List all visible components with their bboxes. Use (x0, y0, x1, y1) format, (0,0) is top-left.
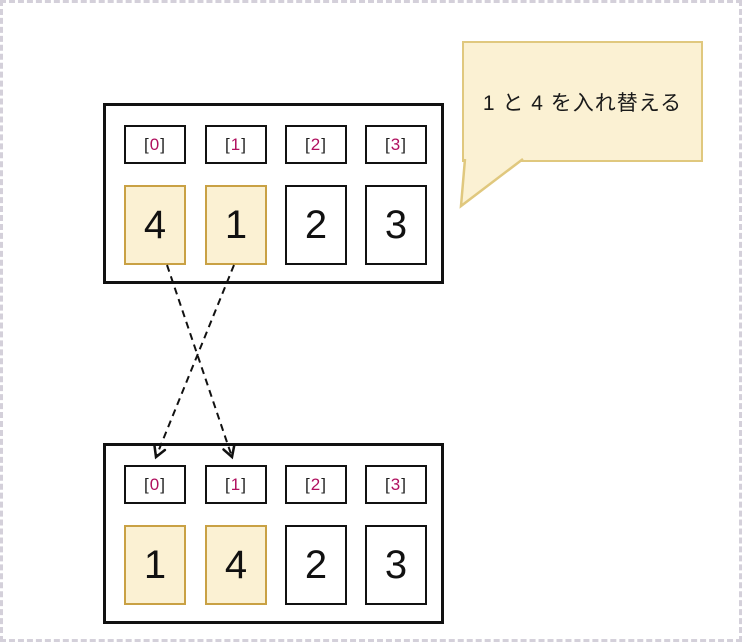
array-box-top: [0] [1] [2] [3] 4 1 2 3 (103, 103, 444, 284)
bottom-value-cell-1: 4 (205, 525, 267, 605)
speech-bubble-text: 1 と 4 を入れ替える (482, 91, 683, 115)
bracket: ] (160, 474, 166, 494)
array-box-bottom: [0] [1] [2] [3] 1 4 2 3 (103, 443, 444, 624)
bottom-index-box-3: [3] (365, 465, 427, 504)
bottom-value-cell-3: 3 (365, 525, 427, 605)
bracket: [ (305, 134, 311, 154)
index-digit: 0 (149, 134, 161, 154)
speech-bubble-tail (459, 158, 524, 209)
index-digit: 1 (230, 474, 242, 494)
top-index-box-2: [2] (285, 125, 347, 164)
bottom-index-box-2: [2] (285, 465, 347, 504)
top-value-cell-1: 1 (205, 185, 267, 265)
bracket: [ (144, 474, 150, 494)
bracket: [ (305, 474, 311, 494)
top-index-box-0: [0] (124, 125, 186, 164)
bracket: [ (225, 474, 231, 494)
bracket: ] (401, 134, 407, 154)
top-value-cell-2: 2 (285, 185, 347, 265)
bottom-index-box-0: [0] (124, 465, 186, 504)
bracket: [ (385, 474, 391, 494)
speech-bubble: 1 と 4 を入れ替える (462, 41, 703, 162)
bracket: ] (241, 474, 247, 494)
top-index-box-3: [3] (365, 125, 427, 164)
bracket: ] (321, 474, 327, 494)
index-digit: 2 (310, 134, 322, 154)
bracket: ] (401, 474, 407, 494)
bracket: [ (144, 134, 150, 154)
swap-arrow-1-to-0 (153, 264, 235, 460)
bracket: ] (160, 134, 166, 154)
bracket: [ (385, 134, 391, 154)
bracket: ] (241, 134, 247, 154)
swap-arrow-0-to-1 (166, 264, 236, 460)
index-digit: 3 (390, 134, 402, 154)
top-index-box-1: [1] (205, 125, 267, 164)
top-value-cell-0: 4 (124, 185, 186, 265)
top-value-cell-3: 3 (365, 185, 427, 265)
bottom-index-box-1: [1] (205, 465, 267, 504)
bottom-value-cell-0: 1 (124, 525, 186, 605)
index-digit: 3 (390, 474, 402, 494)
index-digit: 0 (149, 474, 161, 494)
bottom-value-cell-2: 2 (285, 525, 347, 605)
bracket: ] (321, 134, 327, 154)
index-digit: 1 (230, 134, 242, 154)
index-digit: 2 (310, 474, 322, 494)
bracket: [ (225, 134, 231, 154)
